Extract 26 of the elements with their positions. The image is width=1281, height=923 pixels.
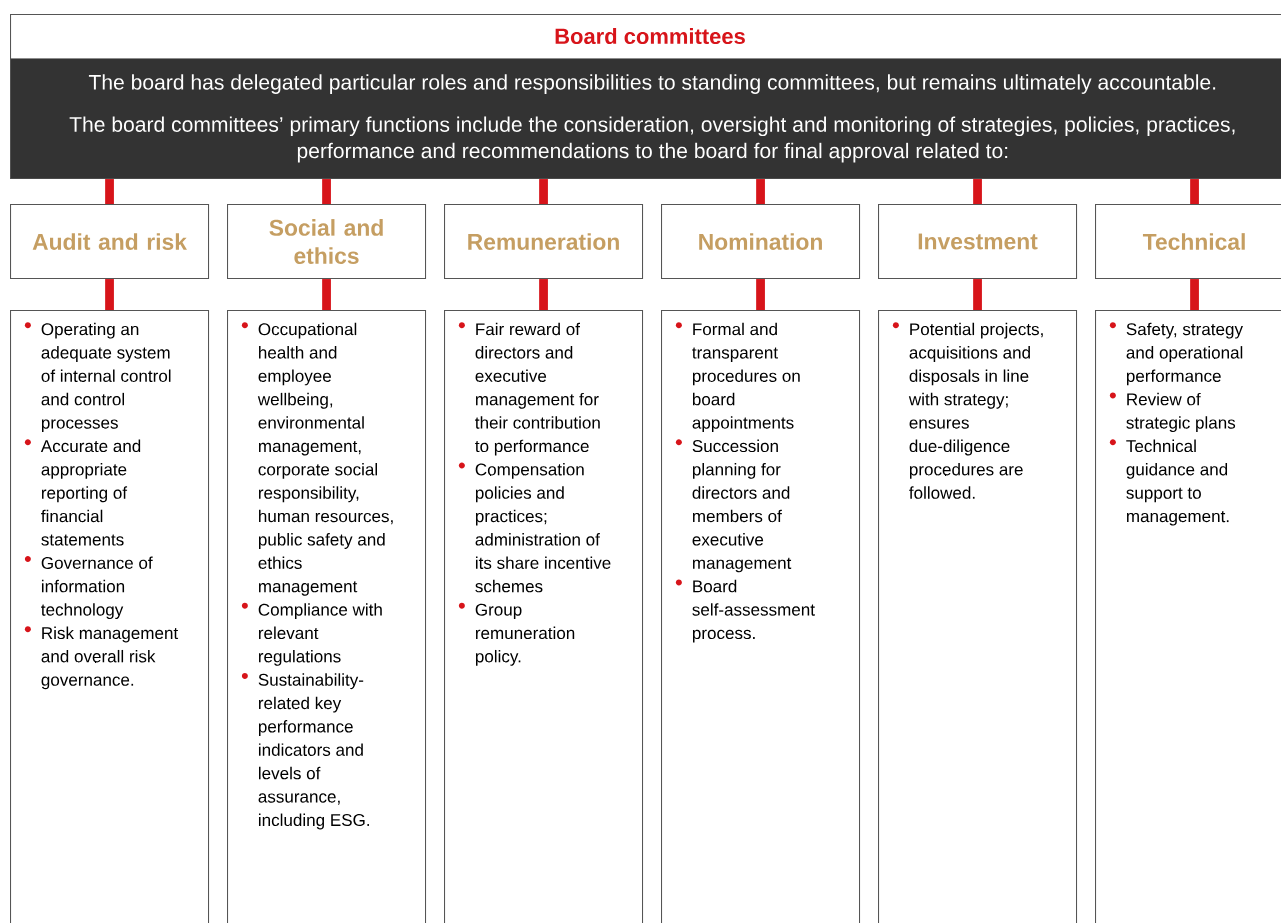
connector [756, 279, 765, 310]
connector [1190, 279, 1199, 310]
connector [756, 179, 765, 204]
committee-box: Audit and risk [10, 204, 210, 280]
description-box: Potential projects, acquisitions and disposals in line with strategy; ensures due-diligence procedures are followed. [878, 310, 1078, 923]
connector [105, 179, 114, 204]
connector [322, 279, 331, 310]
committee-box: Investment [878, 204, 1078, 280]
description-box: Operating an adequate system of internal control and control processes Accurate and appropriate reporting of financial statements Governance of information technology Risk management and overall risk governance. [10, 310, 210, 923]
description-band: The board has delegated particular roles and responsibilities to standing committees, but remains ultimately accountable. The board committees’ primary functions include the consideration, oversight and monitoring of strategies, policies, practices, performance and recommendations to the board for final approval related to: [10, 58, 1281, 179]
connector [973, 279, 982, 310]
description-box: Occupational health and employee wellbeing, environmental management, corporate social responsibility, human resources, public safety and ethics management Compliance with relevant regulations Sustainability-related key performance indicators and levels of assurance, including ESG. [227, 310, 427, 923]
connector [322, 179, 331, 204]
connector [973, 179, 982, 204]
description-box: Formal and transparent procedures on board appointments Succession planning for directors and members of executive management Board self-assessment process. [661, 310, 861, 923]
description-box: Safety, strategy and operational performance Review of strategic plans Technical guidance and support to management. [1095, 310, 1281, 923]
connector [539, 179, 548, 204]
committee-box: Technical [1095, 204, 1281, 280]
connector [105, 279, 114, 310]
heading: Board committees [555, 27, 745, 45]
committee-box: Nomination [661, 204, 861, 280]
committee-box: Remuneration [444, 204, 644, 280]
connector [539, 279, 548, 310]
connector [1190, 179, 1199, 204]
description-box: Fair reward of directors and executive management for their contribution to performance Compensation policies and practices; administration of its share incentive schemes Group remuneration policy. [444, 310, 644, 923]
committee-box: Social and ethics [227, 204, 427, 280]
